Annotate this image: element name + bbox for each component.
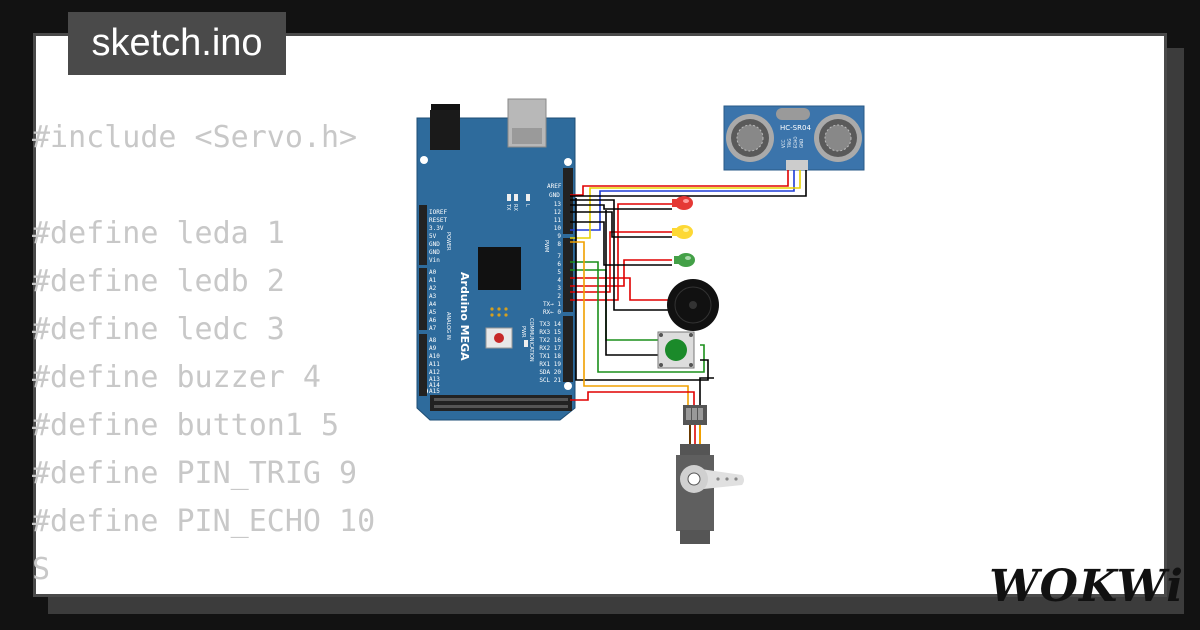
- pin-3: 3: [557, 285, 561, 292]
- code-line-7: #define button1 5: [32, 408, 340, 443]
- wires: [570, 170, 807, 406]
- pin-ioref: IOREF: [429, 209, 447, 216]
- pin-tx3: TX3 14: [539, 321, 561, 328]
- sensor-pin-vcc: VCC: [781, 139, 786, 148]
- sensor-name: HC-SR04: [780, 124, 811, 132]
- pin-a15: A15: [429, 388, 440, 395]
- pin-5v: 5V: [429, 233, 437, 240]
- pin-9: 9: [557, 233, 561, 240]
- board-name: Arduino MEGA: [458, 272, 471, 361]
- pin-12: 12: [554, 209, 562, 216]
- pin-vin: Vin: [429, 257, 440, 264]
- pin-3v3: 3.3V: [429, 225, 444, 232]
- aref-label: AREF: [547, 183, 562, 190]
- pin-rx0: RX← 0: [543, 309, 561, 316]
- file-tab[interactable]: sketch.ino: [68, 12, 286, 75]
- code-editor: #include <Servo.h> #define leda 1 #define …: [32, 114, 375, 594]
- pushbutton[interactable]: [657, 331, 695, 369]
- pin-a7: A7: [429, 325, 437, 332]
- pin-8: 8: [557, 241, 561, 248]
- code-line-8: #define PIN_TRIG 9: [32, 456, 358, 491]
- power-label: POWER: [445, 232, 451, 251]
- hc-sr04-sensor[interactable]: [723, 105, 865, 171]
- communication-label: COMMUNICATION: [528, 318, 534, 362]
- pin-tx1: TX1 18: [539, 353, 561, 360]
- pin-rx3: RX3 15: [539, 329, 561, 336]
- pin-4: 4: [557, 277, 561, 284]
- pwm-label: PWM: [543, 240, 549, 252]
- pin-11: 11: [554, 217, 562, 224]
- l-led-label: L: [524, 204, 530, 207]
- led-green[interactable]: [674, 253, 695, 267]
- servo-motor[interactable]: [676, 405, 744, 544]
- pin-rx2: RX2 17: [539, 345, 561, 352]
- pin-a13: A13: [429, 376, 440, 383]
- pin-a8: A8: [429, 337, 437, 344]
- pin-gnd-2: GND: [429, 249, 440, 256]
- code-line-4: #define ledb 2: [32, 264, 285, 299]
- pin-a12: A12: [429, 369, 440, 376]
- pin-a0: A0: [429, 269, 437, 276]
- pin-7: 7: [557, 253, 561, 260]
- analog-in-label: ANALOG IN: [445, 312, 451, 340]
- pin-a2: A2: [429, 285, 437, 292]
- pin-13: 13: [554, 201, 562, 208]
- buzzer[interactable]: [667, 279, 719, 331]
- code-line-3: #define leda 1: [32, 216, 285, 251]
- code-line-1: #include <Servo.h>: [32, 120, 358, 155]
- pin-a10: A10: [429, 353, 440, 360]
- pin-scl: SCL 21: [539, 377, 561, 384]
- pin-a1: A1: [429, 277, 437, 284]
- pin-5: 5: [557, 269, 561, 276]
- tx-led-label: TX: [505, 203, 511, 211]
- pin-reset: RESET: [429, 217, 447, 224]
- code-line-5: #define ledc 3: [32, 312, 285, 347]
- code-line-10: S: [32, 552, 51, 587]
- pin-rx1: RX1 19: [539, 361, 561, 368]
- sensor-pin-echo: ECHO: [793, 137, 798, 148]
- pin-6: 6: [557, 261, 561, 268]
- project-card: [33, 33, 1167, 597]
- pin-a3: A3: [429, 293, 437, 300]
- gnd-label: GND: [549, 192, 560, 199]
- pin-tx0: TX→ 1: [543, 301, 561, 308]
- led-yellow[interactable]: [672, 225, 693, 239]
- pin-a9: A9: [429, 345, 437, 352]
- pwr-led-label: PWR: [520, 326, 526, 338]
- rx-led-label: RX: [512, 204, 518, 211]
- arduino-mega-board[interactable]: [416, 98, 576, 421]
- pin-a11: A11: [429, 361, 440, 368]
- pin-a6: A6: [429, 317, 437, 324]
- pin-a5: A5: [429, 309, 437, 316]
- sensor-pin-gnd: GND: [799, 139, 804, 148]
- pin-10: 10: [554, 225, 562, 232]
- pin-tx2: TX2 16: [539, 337, 561, 344]
- led-red[interactable]: [672, 196, 693, 210]
- sensor-pin-trig: TRIG: [787, 138, 792, 149]
- pin-2: 2: [557, 293, 561, 300]
- pin-a4: A4: [429, 301, 437, 308]
- code-line-9: #define PIN_ECHO 10: [32, 504, 376, 539]
- pin-sda: SDA 20: [539, 369, 561, 376]
- pin-gnd-1: GND: [429, 241, 440, 248]
- pin-a14: A14: [429, 382, 440, 389]
- code-line-6: #define buzzer 4: [32, 360, 321, 395]
- wokwi-logo: WOKWi: [989, 561, 1184, 612]
